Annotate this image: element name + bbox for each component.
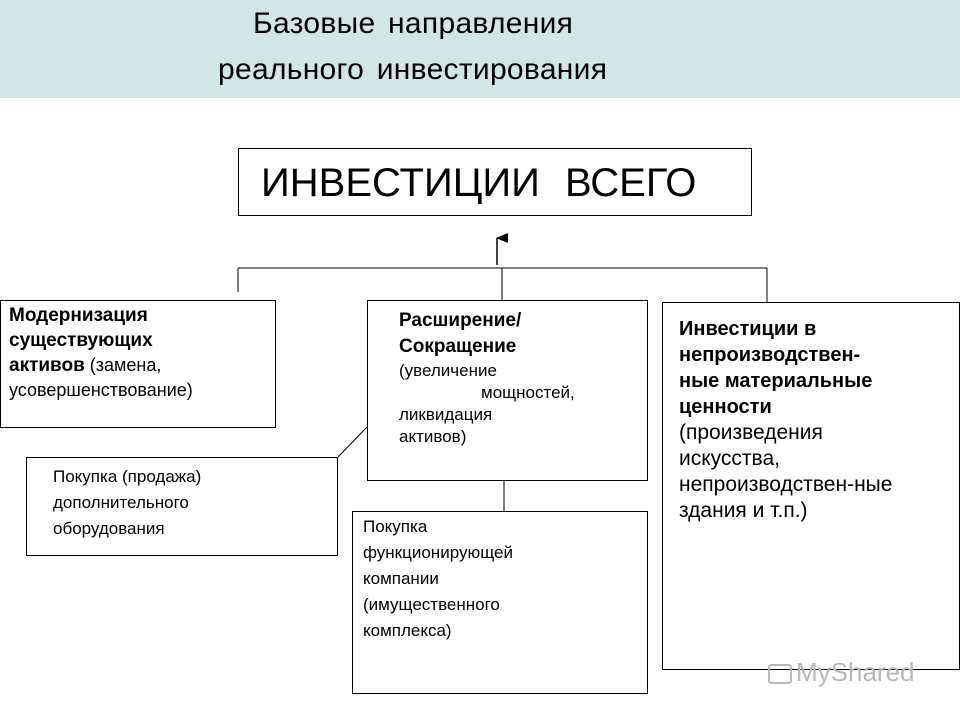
nonprod-desc-1: (произведения [679, 421, 823, 444]
company-line-2: функционирующей [363, 543, 513, 562]
expansion-title-1: Расширение/ [399, 310, 522, 331]
company-line-3: компании [363, 569, 439, 588]
title-banner: Базовые направления реального инвестиров… [0, 0, 960, 98]
company-line-4: (имущественного [363, 595, 500, 614]
equipment-line-3: оборудования [53, 519, 165, 538]
company-line-5: комплекса) [363, 621, 452, 640]
title-line-1: Базовые направления [253, 7, 574, 40]
watermark-text: MyShared [796, 657, 915, 687]
modernization-desc-1: (замена, [84, 355, 162, 375]
box-equipment-purchase: Покупка (продажа) дополнительного оборуд… [26, 457, 338, 556]
nonprod-desc-3: непроизводствен-ные [679, 473, 893, 496]
box-company-purchase: Покупка функционирующей компании (имущес… [352, 511, 648, 694]
title-line-2: реального инвестирования [218, 53, 608, 86]
expansion-desc-1: (увеличение [399, 361, 497, 380]
expansion-desc-2: мощностей, [481, 383, 575, 402]
company-line-1: Покупка [363, 517, 428, 536]
modernization-title-2: существующих [9, 330, 153, 351]
root-label: ИНВЕСТИЦИИ ВСЕГО [261, 161, 697, 205]
nonprod-title-2: непроизводствен- [679, 344, 861, 366]
expansion-title-2: Сокращение [399, 336, 517, 357]
nonprod-desc-2: искусства, [679, 447, 780, 470]
nonprod-title-3: ные материальные [679, 370, 873, 392]
nonprod-title-4: ценности [679, 396, 772, 418]
nonprod-desc-4: здания и т.п.) [679, 499, 808, 522]
equipment-line-1: Покупка (продажа) [53, 467, 202, 486]
modernization-desc-2: усовершенствование) [9, 380, 193, 400]
expansion-desc-3: ликвидация [399, 405, 493, 424]
presentation-icon [768, 664, 792, 684]
watermark: MyShared [768, 656, 915, 688]
expansion-desc-4: активов) [399, 427, 467, 446]
equipment-line-2: дополнительного [53, 493, 189, 512]
modernization-title-1: Модернизация [9, 305, 148, 326]
box-expansion-reduction: Расширение/ Сокращение (увеличение мощно… [367, 300, 648, 481]
root-box-investments-total: ИНВЕСТИЦИИ ВСЕГО [238, 148, 752, 216]
box-nonproductive-assets: Инвестиции в непроизводствен- ные матери… [662, 302, 960, 670]
link-equipment [337, 426, 368, 458]
box-modernization: Модернизация существующих активов (замен… [0, 300, 276, 428]
nonprod-title-1: Инвестиции в [679, 318, 817, 340]
modernization-title-3: активов [9, 355, 85, 376]
